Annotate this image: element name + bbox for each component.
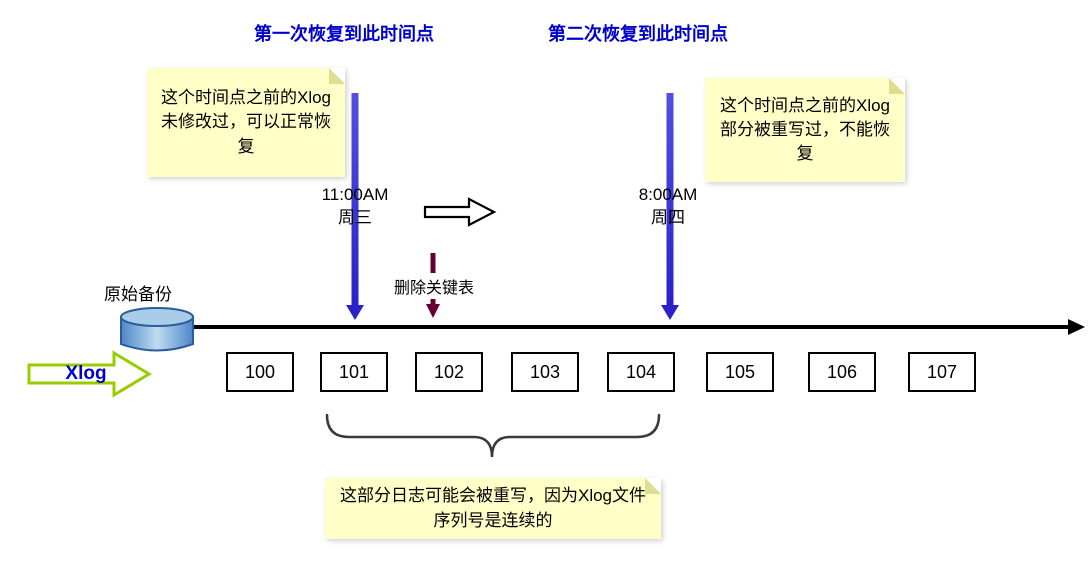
backup-label: 原始备份 (104, 285, 172, 304)
second-recovery-arrow (661, 93, 679, 320)
note-right-text: 这个时间点之前的Xlog部分被重写过，不能恢复 (719, 95, 891, 164)
database-cylinder-icon (120, 307, 194, 352)
xlog-segment: 101 (320, 352, 388, 392)
arrow-shaft (666, 93, 674, 305)
second-recovery-title: 第二次恢复到此时间点 (548, 24, 728, 44)
first-timepoint: 11:00AM 周三 (300, 184, 410, 230)
timeline-arrowhead-icon (1068, 319, 1085, 335)
second-timepoint-time: 8:00AM (638, 185, 698, 204)
first-recovery-title: 第一次恢复到此时间点 (254, 24, 434, 44)
note-right-unrecoverable: 这个时间点之前的Xlog部分被重写过，不能恢复 (705, 78, 905, 182)
xlog-segment: 100 (226, 352, 294, 392)
xlog-input-arrow-icon (27, 350, 152, 398)
note-fold-corner (889, 78, 905, 94)
first-recovery-arrow (346, 93, 364, 320)
flow-right-arrow-icon (423, 197, 497, 227)
second-timepoint: 8:00AM 周四 (613, 184, 723, 230)
segments-brace (325, 413, 661, 458)
note-fold-corner (645, 478, 661, 494)
second-timepoint-day: 周四 (651, 207, 685, 227)
xlog-segment: 104 (607, 352, 675, 392)
first-timepoint-day: 周三 (338, 207, 372, 227)
delete-event-label: 删除关键表 (391, 273, 478, 299)
xlog-label: Xlog (65, 363, 107, 384)
timeline-axis (130, 325, 1070, 329)
arrow-head (346, 305, 364, 320)
xlog-segment: 105 (706, 352, 774, 392)
arrow-head (661, 305, 679, 320)
xlog-segment: 106 (808, 352, 876, 392)
note-left-text: 这个时间点之前的Xlog未修改过，可以正常恢复 (160, 88, 332, 156)
xlog-segment: 103 (511, 352, 579, 392)
xlog-segment: 107 (908, 352, 976, 392)
arrow-shaft (351, 93, 359, 305)
xlog-segment: 102 (415, 352, 483, 392)
first-timepoint-time: 11:00AM (321, 185, 389, 204)
note-bottom-text: 这部分日志可能会被重写，因为Xlog文件序列号是连续的 (339, 486, 647, 530)
note-left-recoverable: 这个时间点之前的Xlog未修改过，可以正常恢复 (147, 68, 345, 177)
note-bottom-rewrite: 这部分日志可能会被重写，因为Xlog文件序列号是连续的 (325, 478, 661, 539)
arrow-head (426, 304, 440, 318)
note-fold-corner (329, 68, 345, 84)
